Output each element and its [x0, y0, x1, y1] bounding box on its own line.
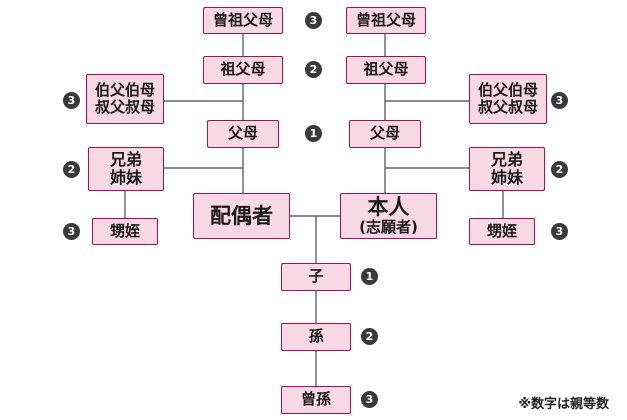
node-nephews-nieces-right: 甥姪: [469, 218, 535, 245]
degree-badge: 1: [305, 125, 322, 142]
degree-badge: 1: [361, 268, 378, 285]
degree-badge: 2: [551, 161, 568, 178]
degree-note: ※数字は親等数: [518, 397, 609, 412]
node-great-grandparents-left: 曾祖父母: [203, 7, 283, 34]
node-great-grandparents-right: 曾祖父母: [346, 7, 426, 34]
node-nephews-nieces-left: 甥姪: [92, 218, 158, 245]
degree-badge: 3: [361, 391, 378, 408]
node-self: 本人 (志願者): [340, 193, 437, 239]
degree-badge: 3: [551, 223, 568, 240]
degree-badge: 3: [305, 12, 322, 29]
node-siblings-right: 兄弟 姉妹: [469, 147, 545, 191]
node-grandchild: 孫: [281, 323, 351, 351]
self-sublabel: (志願者): [359, 218, 418, 237]
self-label: 本人: [367, 195, 410, 220]
node-parents-left: 父母: [207, 120, 279, 148]
node-parents-right: 父母: [349, 120, 421, 148]
node-siblings-left: 兄弟 姉妹: [88, 147, 164, 191]
node-grandparents-right: 祖父母: [346, 56, 426, 84]
degree-badge: 3: [63, 92, 80, 109]
degree-badge: 3: [551, 92, 568, 109]
node-grandparents-left: 祖父母: [203, 56, 283, 84]
node-great-grandchild: 曾孫: [281, 386, 351, 414]
degree-badge: 2: [305, 61, 322, 78]
node-spouse: 配偶者: [193, 193, 290, 239]
node-uncles-aunts-right: 伯父伯母 叔父叔母: [469, 74, 547, 124]
node-child: 子: [281, 263, 351, 291]
degree-badge: 2: [361, 328, 378, 345]
degree-badge: 3: [63, 223, 80, 240]
degree-badge: 2: [63, 161, 80, 178]
node-uncles-aunts-left: 伯父伯母 叔父叔母: [86, 74, 164, 124]
